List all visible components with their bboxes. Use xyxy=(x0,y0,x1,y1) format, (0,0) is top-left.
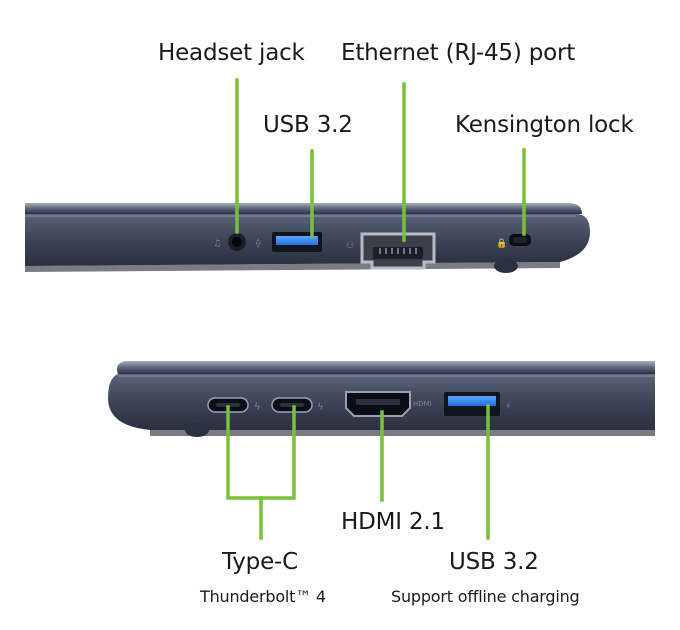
type-c-sublabel: Thunderbolt™ 4 xyxy=(200,587,326,606)
ethernet-port-label: Ethernet (RJ-45) port xyxy=(341,40,576,66)
top-leader-lines xyxy=(235,78,526,242)
bottom-foot xyxy=(185,423,209,437)
thunderbolt-icon-2: ϟ xyxy=(317,402,324,413)
usb-symbol-icon: ⟠ xyxy=(256,238,261,249)
hdmi-icon: HDMI xyxy=(413,400,432,408)
network-icon: ⚇ xyxy=(346,241,354,251)
headset-jack-icon: ♫ xyxy=(213,239,221,249)
headset-jack-port xyxy=(228,233,246,251)
hdmi-port xyxy=(345,391,411,417)
top-foot xyxy=(494,259,518,273)
type-c-port-1 xyxy=(207,397,249,413)
usb-bottom-label: USB 3.2 xyxy=(449,549,539,575)
lock-icon: 🔒 xyxy=(496,238,507,249)
thunderbolt-icon-1: ϟ xyxy=(254,402,261,413)
bottom-leader-lines xyxy=(226,404,490,540)
type-c-port-2 xyxy=(271,397,313,413)
bottom-lid xyxy=(116,361,655,374)
usb-a-port-top xyxy=(272,232,322,252)
charging-usb-icon: ⚡ xyxy=(505,402,511,412)
type-c-label: Type-C xyxy=(222,549,298,575)
hdmi-label: HDMI 2.1 xyxy=(341,509,445,535)
kensington-lock-label: Kensington lock xyxy=(455,112,634,138)
top-lid xyxy=(25,203,582,214)
ethernet-port xyxy=(360,232,436,270)
kensington-lock-slot xyxy=(509,234,531,246)
usb-a-port-bottom xyxy=(444,392,500,416)
headset-jack-label: Headset jack xyxy=(158,40,305,66)
usb-bottom-sublabel: Support offline charging xyxy=(391,587,580,606)
usb-top-label: USB 3.2 xyxy=(263,112,353,138)
